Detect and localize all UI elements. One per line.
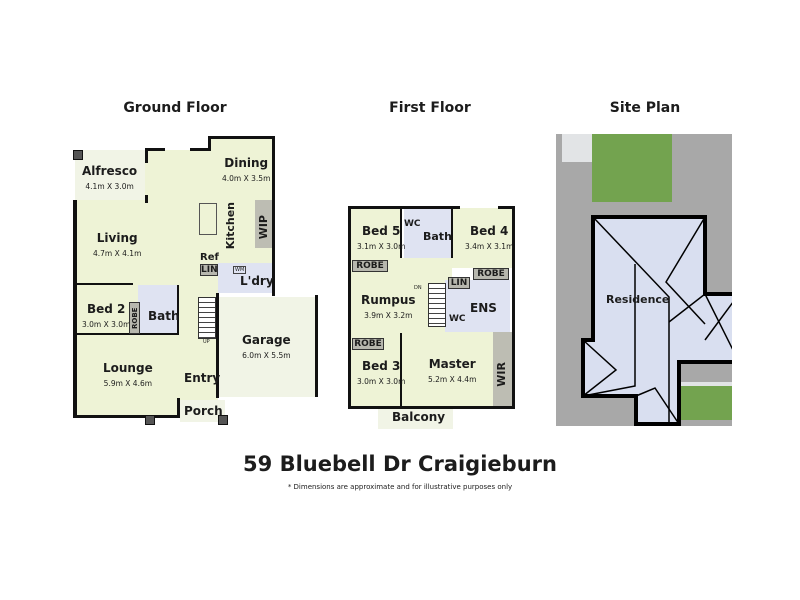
- stairs-down-label: DN: [414, 285, 422, 291]
- room-balcony: [378, 407, 453, 429]
- room-garage: [218, 297, 316, 397]
- room-bed4: [452, 208, 512, 268]
- wall: [73, 333, 179, 335]
- heading-first-floor: First Floor: [389, 100, 471, 116]
- label-laundry: L'dry: [240, 274, 274, 288]
- label-robe: ROBE: [129, 302, 140, 334]
- wall: [145, 195, 148, 203]
- label-robe-bed3: ROBE: [352, 338, 384, 350]
- wall: [400, 208, 402, 258]
- label-lin-ff: LIN: [448, 277, 470, 289]
- room-wip-area: [255, 200, 273, 248]
- wall: [73, 200, 77, 417]
- room-bath-ff: [404, 208, 452, 258]
- wall: [400, 333, 402, 408]
- post: [218, 415, 228, 425]
- address-title: 59 Bluebell Dr Craigieburn: [243, 452, 557, 476]
- wall: [190, 148, 210, 151]
- wall: [498, 206, 514, 209]
- driveway-path: [562, 134, 592, 162]
- room-dining: [145, 150, 275, 200]
- stairs: [428, 283, 446, 327]
- label-wir: WIR: [495, 362, 508, 387]
- label-porch: Porch: [184, 404, 223, 418]
- room-wir: [493, 332, 513, 407]
- residence-roof: [581, 215, 732, 426]
- heading-site-plan: Site Plan: [609, 100, 681, 116]
- label-entry: Entry: [184, 371, 221, 385]
- label-balcony: Balcony: [392, 410, 446, 424]
- label-wip: WIP: [257, 215, 270, 240]
- wall: [451, 208, 453, 258]
- lawn-front: [592, 134, 672, 202]
- wall: [208, 136, 275, 139]
- post: [73, 150, 83, 160]
- wall: [348, 206, 351, 409]
- wall: [177, 398, 180, 418]
- wall: [73, 415, 179, 418]
- wall: [348, 406, 515, 409]
- room-lounge: [75, 335, 179, 417]
- room-porch: [180, 400, 225, 422]
- wall: [512, 206, 515, 409]
- wall: [208, 136, 211, 151]
- label-ref: Ref: [200, 252, 219, 263]
- wall: [145, 148, 165, 151]
- label-wm: WM: [233, 266, 247, 274]
- stairs: [198, 297, 216, 339]
- wall: [177, 285, 179, 335]
- label-bath-ff: Bath: [423, 230, 452, 243]
- label-lin: LIN: [200, 264, 218, 276]
- wall: [73, 283, 133, 285]
- post: [145, 415, 155, 425]
- label-wc-1: WC: [404, 219, 421, 229]
- label-kitchen: Kitchen: [224, 202, 237, 250]
- label-residence: Residence: [606, 293, 670, 306]
- wall: [145, 148, 148, 163]
- room-alfresco: [75, 150, 145, 200]
- room-bath-gf: [138, 285, 178, 335]
- wall: [315, 295, 318, 397]
- room-dining-ext: [208, 138, 275, 153]
- disclaimer: * Dimensions are approximate and for ill…: [287, 483, 513, 491]
- room-bed5-rumpus: [350, 208, 402, 408]
- stairs-up-label: UP: [203, 339, 210, 345]
- kitchen-island: [199, 203, 217, 235]
- label-wc-2: WC: [449, 314, 466, 324]
- wall: [272, 136, 275, 296]
- heading-ground-floor: Ground Floor: [123, 100, 227, 116]
- room-master: [400, 332, 495, 407]
- wall: [348, 206, 460, 209]
- label-robe-bed4: ROBE: [473, 268, 509, 280]
- label-ens: ENS: [470, 301, 497, 315]
- label-bath: Bath: [148, 309, 180, 323]
- label-robe-bed5: ROBE: [352, 260, 388, 272]
- wall: [216, 293, 219, 398]
